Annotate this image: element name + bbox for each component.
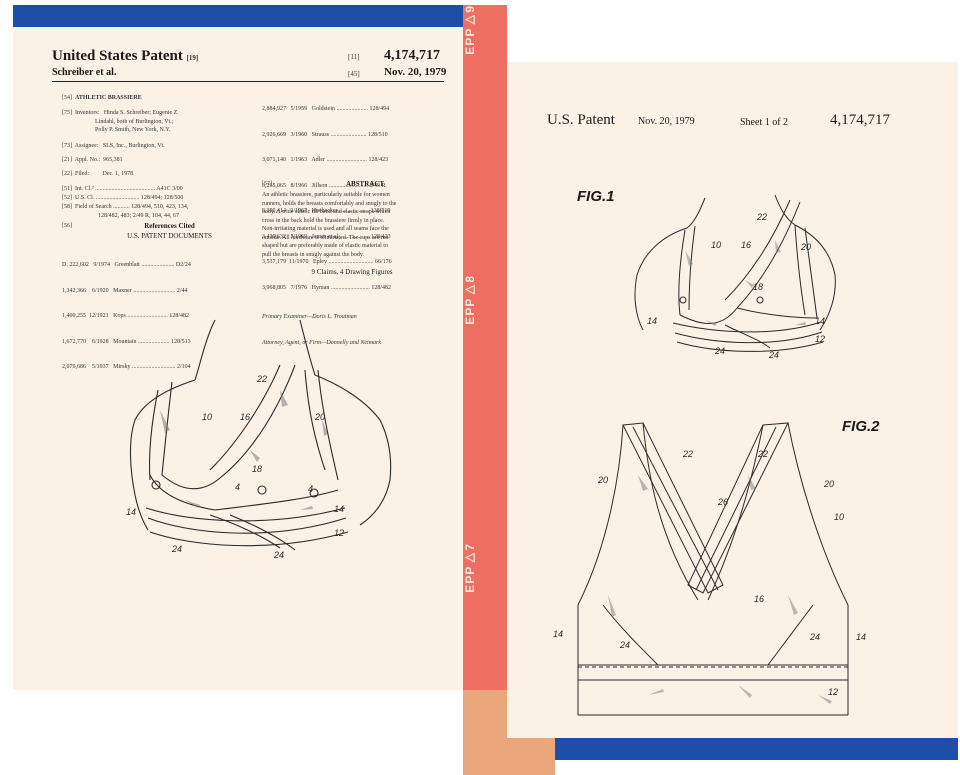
front-page-drawing: 22 10 16 20 18 4 4 14 14 12 24 24: [126, 319, 392, 560]
ref-row: 1,342,366 6/1920 Maxner ................…: [62, 287, 188, 294]
refs-right-list: 2,884,927 5/1959 Goldstein .............…: [262, 88, 392, 356]
top-blue-bar: [13, 5, 468, 27]
sheet-patent-label: U.S. Patent: [547, 112, 615, 128]
fig2-callout: 20: [597, 475, 608, 485]
ref-row: 3,300,414 1/1967 Hoehecker .............…: [262, 208, 391, 214]
biblio-entry: [73] Assignee: SLS, Inc., Burlington, Vt…: [62, 143, 165, 149]
biblio-entry: [51] Int. Cl.² .........................…: [62, 186, 183, 192]
biblio-entry: [58] Field of Search ........... 128/494…: [62, 204, 189, 219]
p1-callout: 22: [256, 374, 267, 384]
refs-subtitle: U.S. PATENT DOCUMENTS: [127, 232, 212, 240]
fig1-callout: 20: [800, 242, 811, 252]
ref-row: 2,079,686 5/1937 Mirsky ................…: [62, 364, 191, 370]
p1-callout: 18: [252, 464, 262, 474]
ref-row: 3,430,632 3/1969 James et al. ..........…: [262, 233, 391, 240]
ref-row: 3,537,179 11/1970 Epley ................…: [262, 259, 392, 265]
ref-row: 3,265,065 8/1966 Jillson ...............…: [262, 182, 386, 189]
biblio-entry: [21] Appl. No.: 965,381: [62, 157, 123, 163]
biblio-entry: [54] ATHLETIC BRASSIERE: [62, 95, 142, 101]
number-code: [11]: [348, 53, 360, 61]
examiner: Primary Examiner—Doris L. Troutman: [262, 314, 357, 320]
fig1-callout: 10: [711, 240, 721, 250]
abstract-title: ABSTRACT: [345, 180, 385, 188]
strip-label-2: EPP▷8: [463, 275, 477, 325]
ref-row: 2,926,669 3/1960 Strauss ...............…: [262, 131, 388, 138]
refs-title: References Cited: [144, 222, 195, 230]
date-code: [45]: [348, 70, 360, 78]
fig1-callout: 14: [647, 316, 657, 326]
sheet-patent-number: 4,174,717: [830, 112, 890, 128]
fig2-callout: 14: [553, 629, 563, 639]
sheet-number: Sheet 1 of 2: [740, 117, 789, 128]
fig2-callout: 12: [828, 687, 838, 697]
patent-authors: Schreiber et al.: [52, 67, 117, 78]
fig2-callout: 22: [682, 449, 693, 459]
p1-callout: 14: [126, 507, 136, 517]
p1-callout: 16: [240, 412, 250, 422]
fig2-drawing: 22 22 20 20 26 10 16 14 14 24 24 12: [553, 422, 866, 716]
patent-title: United States Patent [19]: [52, 48, 199, 64]
attorney: Attorney, Agent, or Firm—Donnelly and Ne…: [262, 339, 382, 346]
patent-front-page: [13, 27, 463, 690]
strip-label-1: EPP▷9: [463, 5, 477, 55]
fig1-callout: 14: [815, 316, 825, 326]
fig2-callout: 10: [834, 512, 844, 522]
fig1-callout: 22: [756, 212, 767, 222]
refs-list: D. 222,602 9/1974 Greenblatt ...........…: [62, 244, 191, 389]
fig1-callout: 16: [741, 240, 751, 250]
abstract-code: [57]: [262, 181, 272, 187]
coral-strip: EPP▷9 EPP▷8 EPP▷7: [463, 5, 507, 690]
abstract-text: An athletic brassiere, particularly suit…: [262, 192, 397, 258]
strip-label-3: EPP▷7: [463, 543, 477, 593]
ref-row: D. 222,602 9/1974 Greenblatt ...........…: [62, 262, 191, 268]
patent-number: 4,174,717: [384, 48, 440, 63]
fig2-callout: 14: [856, 632, 866, 642]
fig2-callout: 16: [754, 594, 764, 604]
biblio-entry: [52] U.S. Cl. ..........................…: [62, 195, 184, 201]
ref-row: 3,968,805 7/1976 Hyman .................…: [262, 284, 391, 291]
p1-callout: 12: [334, 528, 344, 538]
patent-date: Nov. 20, 1979: [384, 66, 447, 78]
p1-callout: 10: [202, 412, 212, 422]
ref-row: 2,884,927 5/1959 Goldstein .............…: [262, 106, 390, 112]
p1-callout: 24: [171, 544, 182, 554]
fig2-callout: 26: [717, 497, 728, 507]
patent-drawing-sheet: [507, 62, 958, 738]
sheet-date: Nov. 20, 1979: [638, 116, 695, 127]
fig2-callout: 22: [757, 449, 768, 459]
fig2-callout: 24: [619, 640, 630, 650]
p1-callout: 14: [334, 504, 344, 514]
fig2-callout: 20: [823, 479, 834, 489]
fig1-label: FIG.1: [577, 188, 615, 205]
fig1-callout: 24: [714, 346, 725, 356]
bottom-blue-bar: [555, 738, 958, 760]
fig1-callout: 12: [815, 334, 825, 344]
p1-callout: 20: [314, 412, 325, 422]
biblio-entry: [22] Filed: Dec. 1, 1978: [62, 171, 134, 177]
p1-callout: 24: [273, 550, 284, 560]
claims-line: 9 Claims, 4 Drawing Figures: [311, 268, 393, 276]
refs-code: [56]: [62, 223, 72, 229]
header-rule: [52, 81, 444, 82]
p1-callout: 4: [308, 484, 313, 494]
fig1-drawing: 22 10 16 20 18 14 14 12 24 24: [634, 194, 836, 360]
fig1-callout: 18: [753, 282, 763, 292]
biblio-entry: [75] Inventors: Hinda S. Schreiber; Euge…: [62, 110, 179, 133]
fig1-callout: 24: [768, 350, 779, 360]
p1-callout: 4: [235, 482, 240, 492]
ref-row: 1,672,770 6/1928 Mountain ..............…: [62, 338, 191, 345]
ref-row: 1,400,255 12/1921 Kops .................…: [62, 313, 190, 319]
fig2-label: FIG.2: [842, 418, 880, 435]
fig2-callout: 24: [809, 632, 820, 642]
ref-row: 3,071,140 1/1963 Adler .................…: [262, 157, 389, 163]
